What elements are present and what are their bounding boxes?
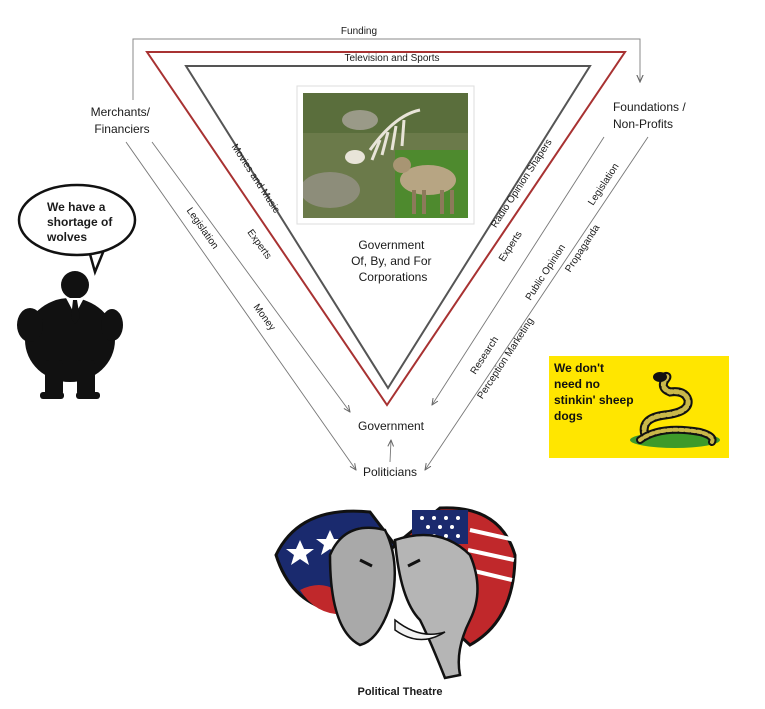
merchants-politicians-arrow <box>125 141 356 470</box>
snake-icon <box>630 371 720 448</box>
funding-label: Funding <box>341 26 377 37</box>
svg-text:We don't need no s: We don't need no stinkin' sheep dogs <box>554 361 637 423</box>
foundations-government-arrow <box>432 136 605 405</box>
left-legislation-label: Legislation <box>184 206 220 251</box>
foundations-politicians-arrow <box>425 136 649 470</box>
businessman-icon <box>17 271 123 399</box>
merchants-government-arrow <box>151 141 350 412</box>
politicians-label: Politicians <box>363 465 417 479</box>
donkey-elephant-emblem <box>274 506 517 680</box>
political-theatre-caption: Political Theatre <box>358 686 443 698</box>
center-label: Government Of, By, and For Corporations <box>351 238 435 284</box>
red-triangle <box>145 51 627 407</box>
movies-label: Movies and Music <box>229 142 282 215</box>
foundations-label: Foundations / Non-Profits <box>613 100 689 131</box>
svg-text:We have a shortage of: We have a shortage of wolves <box>46 200 116 244</box>
gadsden-flag: We don't need no stinkin' sheep dogs <box>549 356 729 458</box>
photo-frame <box>296 85 475 225</box>
propaganda-label: Propaganda <box>563 222 602 274</box>
gray-triangle <box>184 65 592 390</box>
government-label: Government <box>358 419 425 433</box>
speech-bubble: We have a shortage of wolves <box>17 183 137 276</box>
radio-label: Radio Opinion Shapers <box>489 137 555 230</box>
funding-arrow <box>132 38 640 100</box>
politicians-government-arrow <box>390 440 391 463</box>
sheep-photo <box>303 93 468 218</box>
merchants-label: Merchants/ Financiers <box>91 105 154 136</box>
television-label: Television and Sports <box>344 53 439 64</box>
